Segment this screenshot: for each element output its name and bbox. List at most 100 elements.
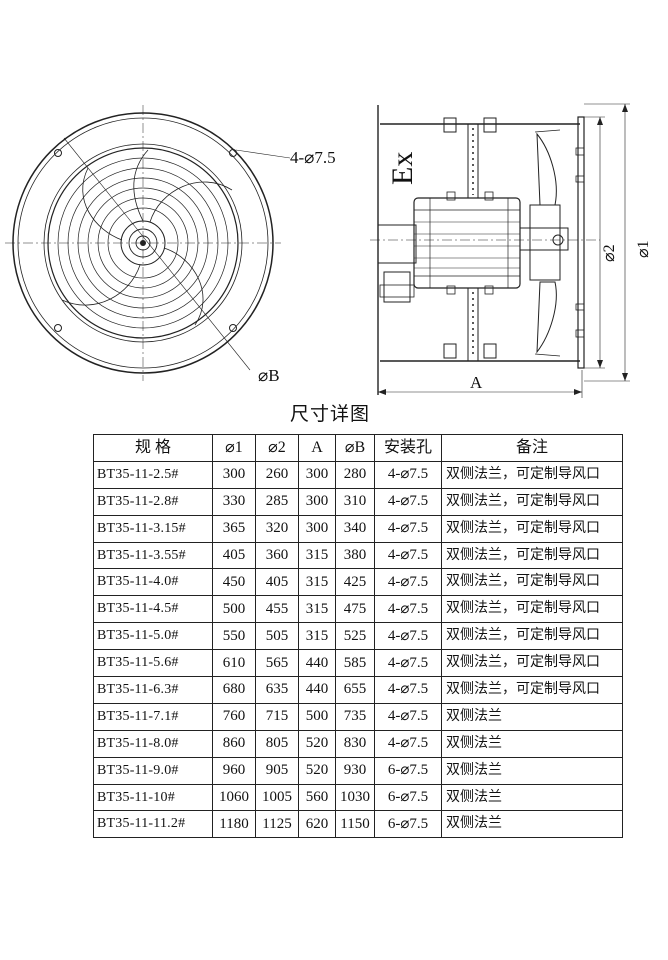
diameter-b-label: ⌀B (258, 366, 280, 385)
cell-diameter-b: 340 (335, 514, 375, 543)
cell-diameter-b: 830 (335, 729, 375, 758)
cell-diameter-1: 330 (212, 487, 256, 516)
cell-model: BT35-11-10# (93, 783, 213, 812)
table-header-row: 规 格 ⌀1 ⌀2 A ⌀B 安装孔 备注 (93, 434, 623, 462)
cell-diameter-2: 505 (255, 622, 299, 651)
cell-diameter-2: 285 (255, 487, 299, 516)
cell-diameter-b: 310 (335, 487, 375, 516)
cell-model: BT35-11-4.0# (93, 568, 213, 597)
header-mount-holes: 安装孔 (374, 434, 442, 462)
cell-remarks: 双侧法兰，可定制导风口 (441, 649, 623, 678)
cell-diameter-b: 1150 (335, 810, 375, 839)
dimension-table-title: 尺寸详图 (290, 403, 371, 425)
cell-diameter-2: 635 (255, 676, 299, 704)
cell-diameter-2: 715 (255, 702, 299, 731)
cell-diameter-1: 405 (212, 541, 256, 570)
cell-a: 520 (298, 756, 336, 785)
dim-diameter-1-label: ⌀1 (635, 240, 652, 258)
cell-mount-holes: 4-⌀7.5 (374, 541, 442, 570)
cell-mount-holes: 4-⌀7.5 (374, 514, 442, 543)
cell-model: BT35-11-3.55# (93, 541, 213, 570)
cell-mount-holes: 4-⌀7.5 (374, 595, 442, 624)
cell-remarks: 双侧法兰 (441, 783, 623, 812)
cell-a: 300 (298, 487, 336, 516)
cell-mount-holes: 4-⌀7.5 (374, 649, 442, 678)
cell-diameter-1: 760 (212, 702, 256, 731)
cell-diameter-1: 960 (212, 756, 256, 785)
cell-mount-holes: 4-⌀7.5 (374, 729, 442, 758)
cell-model: BT35-11-6.3# (93, 676, 213, 704)
header-a: A (298, 434, 336, 462)
cell-diameter-2: 360 (255, 541, 299, 570)
cell-a: 440 (298, 676, 336, 704)
cell-model: BT35-11-8.0# (93, 729, 213, 758)
cell-mount-holes: 4-⌀7.5 (374, 622, 442, 651)
header-diameter-1: ⌀1 (212, 434, 256, 462)
cell-remarks: 双侧法兰 (441, 702, 623, 731)
cell-model: BT35-11-5.0# (93, 622, 213, 651)
cell-remarks: 双侧法兰 (441, 756, 623, 785)
cell-diameter-b: 930 (335, 756, 375, 785)
cell-diameter-2: 320 (255, 514, 299, 543)
cell-diameter-2: 905 (255, 756, 299, 785)
cell-remarks: 双侧法兰，可定制导风口 (441, 568, 623, 597)
header-remarks: 备注 (441, 434, 623, 462)
cell-diameter-b: 525 (335, 622, 375, 651)
cell-diameter-b: 1030 (335, 783, 375, 812)
cell-mount-holes: 4-⌀7.5 (374, 460, 442, 489)
cell-a: 440 (298, 649, 336, 678)
cell-a: 300 (298, 460, 336, 489)
cell-a: 315 (298, 595, 336, 624)
hole-spec-label: 4-⌀7.5 (290, 148, 336, 167)
header-diameter-2: ⌀2 (255, 434, 299, 462)
cell-a: 300 (298, 514, 336, 543)
cell-a: 560 (298, 783, 336, 812)
cell-diameter-2: 1005 (255, 783, 299, 812)
dim-diameter-2-label: ⌀2 (601, 244, 618, 262)
cell-a: 500 (298, 702, 336, 731)
cell-a: 315 (298, 622, 336, 651)
side-view (370, 103, 630, 398)
cell-diameter-1: 450 (212, 568, 256, 597)
cell-a: 315 (298, 541, 336, 570)
cell-diameter-b: 475 (335, 595, 375, 624)
cell-mount-holes: 4-⌀7.5 (374, 568, 442, 597)
cell-a: 520 (298, 729, 336, 758)
cell-remarks: 双侧法兰，可定制导风口 (441, 541, 623, 570)
cell-diameter-b: 380 (335, 541, 375, 570)
cell-a: 315 (298, 568, 336, 597)
cell-a: 620 (298, 810, 336, 839)
cell-diameter-1: 500 (212, 595, 256, 624)
cell-model: BT35-11-3.15# (93, 514, 213, 543)
cell-remarks: 双侧法兰，可定制导风口 (441, 595, 623, 624)
cell-mount-holes: 6-⌀7.5 (374, 810, 442, 839)
cell-diameter-1: 300 (212, 460, 256, 489)
cell-diameter-1: 1060 (212, 783, 256, 812)
cell-diameter-2: 565 (255, 649, 299, 678)
cell-remarks: 双侧法兰，可定制导风口 (441, 514, 623, 543)
cell-remarks: 双侧法兰，可定制导风口 (441, 460, 623, 489)
cell-model: BT35-11-11.2# (93, 810, 213, 839)
cell-remarks: 双侧法兰 (441, 810, 623, 839)
ex-mark: Ex (386, 152, 419, 185)
cell-mount-holes: 6-⌀7.5 (374, 756, 442, 785)
cell-model: BT35-11-2.5# (93, 460, 213, 489)
header-diameter-b: ⌀B (335, 434, 375, 462)
cell-remarks: 双侧法兰，可定制导风口 (441, 487, 623, 516)
cell-diameter-1: 680 (212, 676, 256, 704)
cell-diameter-2: 405 (255, 568, 299, 597)
cell-model: BT35-11-5.6# (93, 649, 213, 678)
cell-diameter-2: 260 (255, 460, 299, 489)
